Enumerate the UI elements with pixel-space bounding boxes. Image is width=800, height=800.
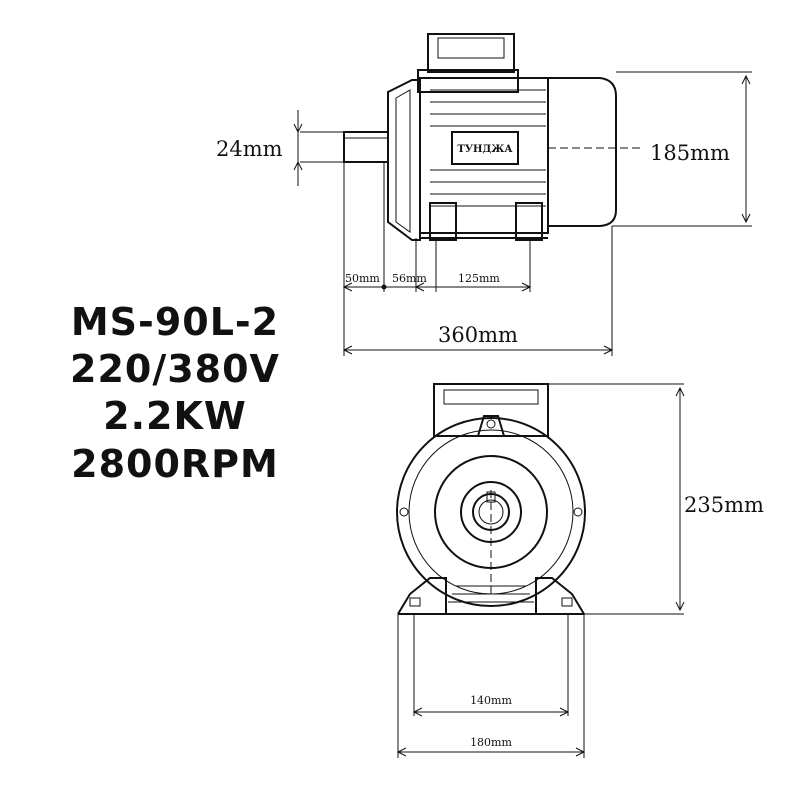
dim-base-width: 180mm: [470, 736, 512, 749]
power-label: 2.2KW: [103, 394, 247, 438]
dim-foot-spacing-front: 140mm: [470, 694, 512, 707]
speed-label: 2800RPM: [71, 442, 279, 486]
dim-shaft-diameter: 24mm: [216, 137, 283, 161]
model-label: MS-90L-2: [70, 300, 280, 344]
dim-front-height: 235mm: [684, 493, 764, 517]
dim-foot-spacing-side: 125mm: [458, 272, 500, 285]
brand-label: ТУНДЖА: [457, 144, 513, 155]
dim-total-length: 360mm: [438, 323, 518, 347]
dim-shaft-length: 50mm: [345, 272, 380, 285]
voltage-label: 220/380V: [70, 347, 280, 391]
front-view: [396, 383, 685, 758]
dim-foot-offset: 56mm: [392, 272, 427, 285]
side-view: [293, 33, 752, 356]
dim-side-height: 185mm: [650, 141, 730, 165]
